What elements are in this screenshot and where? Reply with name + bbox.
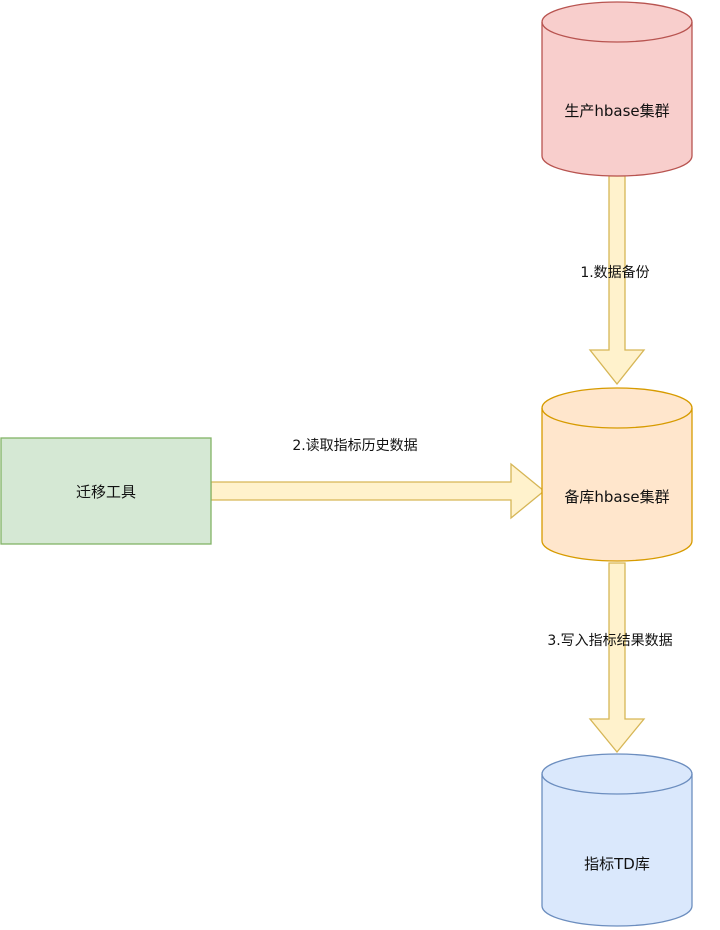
backup-cluster-cylinder (541, 387, 693, 562)
arrow-backup (588, 175, 646, 386)
migration-tool-label: 迁移工具 (75, 483, 136, 501)
production-cluster-label: 生产hbase集群 (564, 102, 670, 120)
production-cluster-cylinder (541, 1, 693, 177)
arrow-write-results (588, 562, 646, 754)
edge-label-read-history: 2.读取指标历史数据 (292, 438, 418, 454)
indicator-db-label: 指标TD库 (584, 855, 650, 873)
indicator-db-cylinder (541, 753, 693, 927)
arrow-read-history (210, 462, 546, 520)
edge-label-backup: 1.数据备份 (580, 265, 650, 281)
migration-tool-box (0, 437, 212, 545)
edge-label-write-results: 3.写入指标结果数据 (547, 633, 673, 649)
backup-cluster-label: 备库hbase集群 (564, 488, 670, 506)
